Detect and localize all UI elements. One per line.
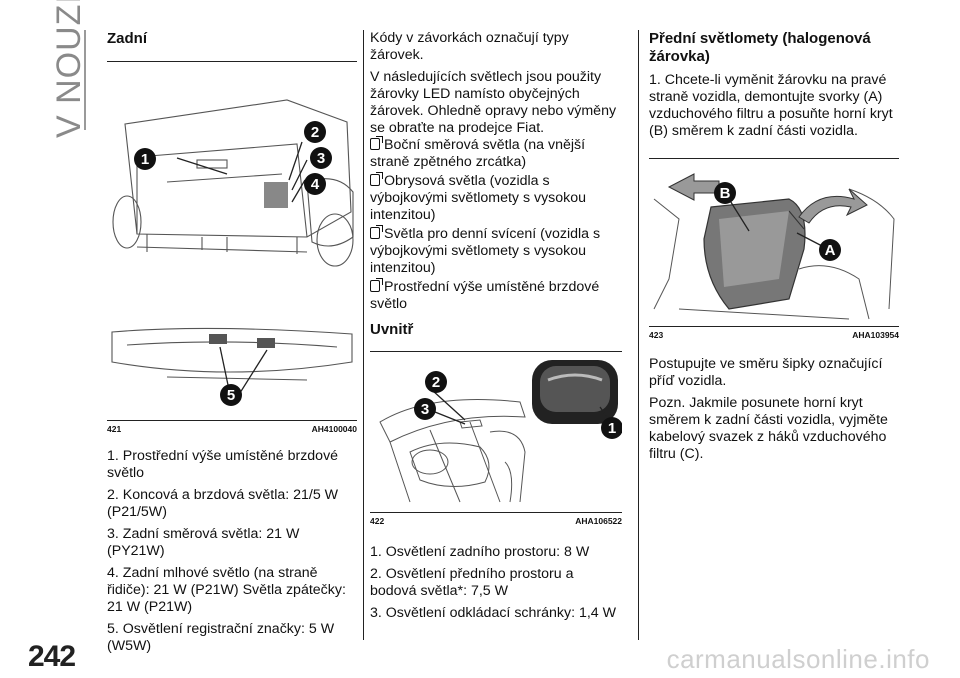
figure-421-illustration: 1 2 3 4 5	[111, 99, 354, 406]
rear-item-4: 4. Zadní mlhové světlo (na straně řidiče…	[107, 565, 346, 615]
figure-423-number: 423	[649, 330, 664, 340]
rear-item-1: 1. Prostřední výše umístěné brzdové svět…	[107, 448, 339, 481]
led-item-1: Boční směrová světla (na vnější straně z…	[370, 136, 622, 171]
figure-421-bottom-rule	[107, 420, 357, 421]
column-3: Přední světlomety (halogenová žárovka) 1…	[649, 30, 899, 468]
headlamp-wiring-note: Pozn. Jakmile posunete horní kryt směrem…	[649, 395, 888, 462]
figure-423-bottom-rule	[649, 326, 899, 327]
rear-item-5: 5. Osvětlení registrační značky: 5 W (W5…	[107, 621, 335, 654]
callout-4: 4	[311, 176, 320, 193]
interior-item-1: 1. Osvětlení zadního prostoru: 8 W	[370, 544, 590, 560]
figure-422-illustration: 1 2 3	[379, 360, 622, 503]
figure-421-top-rule	[107, 61, 357, 62]
headlamp-step-1: 1. Chcete-li vyměnit žárovku na pravé st…	[649, 72, 893, 139]
column-divider-2	[638, 30, 639, 640]
interior-item-3: 3. Osvětlení odkládací schránky: 1,4 W	[370, 605, 617, 621]
heading-headlamps: Přední světlomety (halogenová žárovka)	[649, 30, 871, 65]
page-number: 242	[28, 640, 76, 673]
figure-422-interior-lights: 1 2 3	[370, 352, 622, 512]
figure-423-code: AHA103954	[852, 330, 899, 340]
column-2: Kódy v závorkách označují typy žárovek. …	[370, 30, 622, 627]
figure-422-code: AHA106522	[575, 516, 622, 526]
led-item-4-text: Prostřední výše umístěné brzdové světlo	[370, 279, 600, 312]
headlamp-direction-note: Postupujte ve směru šipky označující pří…	[649, 356, 883, 389]
interior-item-2: 2. Osvětlení předního prostoru a bodová …	[370, 566, 574, 599]
callout-5: 5	[227, 387, 235, 404]
callout-1: 1	[141, 151, 149, 168]
led-bullet-icon	[370, 136, 383, 150]
callout-b: B	[720, 185, 731, 202]
watermark: carmanualsonline.info	[666, 644, 930, 674]
column-1: Zadní	[107, 30, 357, 660]
led-item-3: Světla pro denní svícení (vozidla s výbo…	[370, 225, 622, 277]
heading-uvnitr: Uvnitř	[370, 321, 414, 338]
rear-item-3: 3. Zadní směrová světla: 21 W (PY21W)	[107, 526, 300, 559]
figure-421-caption: 421 AH4100040	[107, 424, 357, 434]
led-item-4: Prostřední výše umístěné brzdové světlo	[370, 278, 622, 313]
callout-1: 1	[608, 420, 616, 437]
figure-421-code: AH4100040	[311, 424, 357, 434]
side-rule	[84, 30, 86, 130]
callout-a: A	[825, 242, 836, 259]
figure-421-rear-lights: 1 2 3 4 5	[107, 62, 357, 420]
figure-422-caption: 422 AHA106522	[370, 516, 622, 526]
led-item-1-text: Boční směrová světla (na vnější straně z…	[370, 137, 586, 170]
callout-3: 3	[421, 401, 429, 418]
led-bullet-icon	[370, 172, 383, 186]
figure-423-caption: 423 AHA103954	[649, 330, 899, 340]
figure-421-number: 421	[107, 424, 122, 434]
figure-422-top-rule	[370, 351, 622, 352]
callout-3: 3	[317, 150, 325, 167]
heading-zadni: Zadní	[107, 30, 147, 47]
column-divider-1	[363, 30, 364, 640]
led-item-3-text: Světla pro denní svícení (vozidla s výbo…	[370, 226, 601, 276]
figure-422-bottom-rule	[370, 512, 622, 513]
rear-item-2: 2. Koncová a brzdová světla: 21/5 W (P21…	[107, 487, 339, 520]
bulb-code-note: Kódy v závorkách označují typy žárovek.	[370, 30, 569, 63]
callout-2: 2	[311, 124, 319, 141]
callout-2: 2	[432, 374, 440, 391]
figure-423-illustration: B A	[653, 173, 895, 320]
led-item-2: Obrysová světla (vozidla s výbojkovými s…	[370, 172, 622, 224]
led-bullet-icon	[370, 225, 383, 239]
figure-422-number: 422	[370, 516, 385, 526]
led-bullet-icon	[370, 278, 383, 292]
led-item-2-text: Obrysová světla (vozidla s výbojkovými s…	[370, 173, 587, 223]
led-note: V následujících světlech jsou použity žá…	[370, 69, 617, 136]
figure-423-top-rule	[649, 158, 899, 159]
figure-423-air-filter: B A	[649, 159, 899, 326]
